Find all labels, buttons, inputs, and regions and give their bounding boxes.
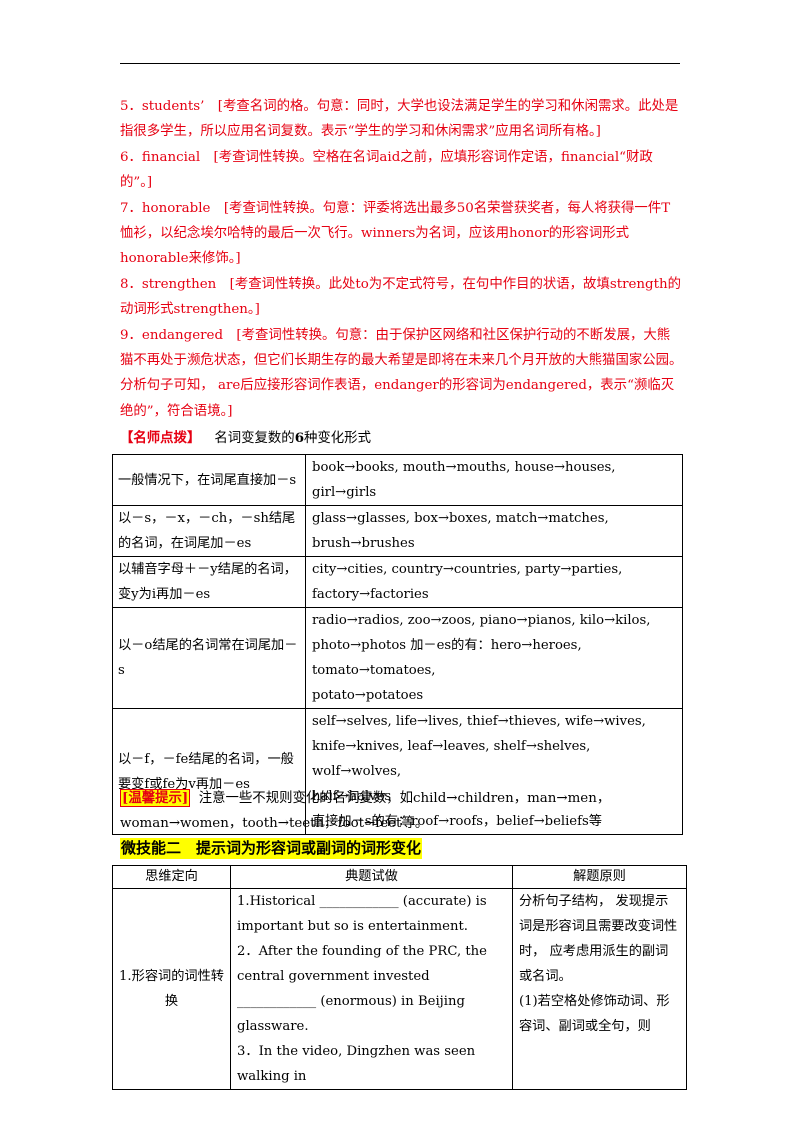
rule-cell: 以－o结尾的名词常在词尾加－s [112,607,306,709]
example-line: book→books, mouth→mouths, house→houses, … [312,460,616,500]
examples-cell: self→selves, life→lives, thief→thieves, … [305,708,683,835]
example-line: city→cities, country→countries, party→pa… [312,562,623,577]
example-line: factory→factories [312,587,429,602]
example-line: knife→knives, leaf→leaves, shelf→shelves… [312,739,591,779]
answer-6: 6．financial [考查词性转换。空格在名词aid之前，应填形容词作定语，… [120,149,653,191]
example-line: photo→photos 加－es的有：hero→heroes, tomato→… [312,638,582,678]
teacher-tip: 【名师点拨】名词变复数的6种变化形式 [120,427,680,450]
warm-reminder-tag: [温馨提示] [120,789,191,807]
table-row: 一般情况下，在词尾直接加－s book→books, mouth→mouths,… [112,454,683,506]
warm-reminder: [温馨提示] 注意一些不规则变化的名词复数，如child→children，ma… [120,786,685,837]
skill-heading: 微技能二 提示词为形容词或副词的词形变化 [120,838,423,859]
answer-9: 9．endangered [考查词性转换。句意：由于保护区网络和社区保护行动的不… [120,327,683,419]
example-line: potato→potatoes [312,688,424,703]
header-rule [120,63,680,64]
column-header-direction: 思维定向 [112,865,231,889]
table-row: 以辅音字母＋－y结尾的名词，变y为i再加－es city→cities, cou… [112,556,683,608]
skill-table: 思维定向 典题试做 解题原则 1.形容词的词性转换 1.Historical _… [112,865,687,1090]
teacher-tip-text-after: 种变化形式 [304,431,371,446]
answer-8: 8．strengthen [考查词性转换。此处to为不定式符号，在句中作目的状语… [120,276,682,318]
rule-cell: 以－s，－x，－ch，－sh结尾的名词，在词尾加－es [112,505,306,557]
example-line: 直接加－s的有：roof→roofs，belief→beliefs等 [312,814,602,829]
direction-cell: 1.形容词的词性转换 [112,888,231,1090]
example-line: radio→radios, zoo→zoos, piano→pianos, ki… [312,613,651,628]
examples-cell: city→cities, country→countries, party→pa… [305,556,683,608]
answer-explanations: 5．students’ [考查名词的格。句意：同时，大学也设法满足学生的学习和休… [120,94,683,424]
answer-7: 7．honorable [考查词性转换。句意：评委将选出最多50名荣誉获奖者，每… [120,200,671,267]
teacher-tip-number: 6 [294,430,305,446]
exercises-cell: 1.Historical ____________ (accurate) is … [230,888,513,1090]
teacher-tip-text-before: 名词变复数的 [214,431,295,446]
principle-item: (1)若空格处修饰动词、形容词、副词或全句，则 [519,994,670,1034]
example-line: half→halves [312,789,392,804]
table-row: 以－o结尾的名词常在词尾加－s radio→radios, zoo→zoos, … [112,607,683,709]
principle-cell: 分析句子结构， 发现提示词是形容词且需要改变词性时， 应考虑用派生的副词或名词。… [512,888,687,1090]
warm-reminder-text: 注意一些不规则变化的名词复数，如child→children，man→men，w… [120,791,611,832]
rule-cell: 以－f，－fe结尾的名词，一般要变f或fe为v再加－es [112,708,306,835]
exercise-item: 3．In the video, Dingzhen was seen walkin… [237,1044,476,1084]
principle-item: 分析句子结构， 发现提示词是形容词且需要改变词性时， 应考虑用派生的副词或名词。 [519,894,678,984]
table-row: 以－f，－fe结尾的名词，一般要变f或fe为v再加－es self→selves… [112,708,683,835]
table-header-row: 思维定向 典题试做 解题原则 [112,865,687,889]
plural-rules-table: 一般情况下，在词尾直接加－s book→books, mouth→mouths,… [112,454,683,835]
exercise-item: 2．After the founding of the PRC, the cen… [237,944,487,1034]
column-header-principle: 解题原则 [512,865,687,889]
rule-cell: 以辅音字母＋－y结尾的名词，变y为i再加－es [112,556,306,608]
exercise-item: 1.Historical ____________ (accurate) is … [237,894,487,934]
examples-cell: radio→radios, zoo→zoos, piano→pianos, ki… [305,607,683,709]
examples-cell: glass→glasses, box→boxes, match→matches,… [305,505,683,557]
teacher-tip-tag: 【名师点拨】 [120,430,201,446]
rule-cell: 一般情况下，在词尾直接加－s [112,454,306,506]
table-row: 1.形容词的词性转换 1.Historical ____________ (ac… [112,888,687,1090]
example-line: glass→glasses, box→boxes, match→matches,… [312,511,609,551]
answer-5: 5．students’ [考查名词的格。句意：同时，大学也设法满足学生的学习和休… [120,99,679,140]
column-header-exercises: 典题试做 [230,865,513,889]
example-line: self→selves, life→lives, thief→thieves, … [312,714,646,729]
table-row: 以－s，－x，－ch，－sh结尾的名词，在词尾加－es glass→glasse… [112,505,683,557]
examples-cell: book→books, mouth→mouths, house→houses, … [305,454,683,506]
